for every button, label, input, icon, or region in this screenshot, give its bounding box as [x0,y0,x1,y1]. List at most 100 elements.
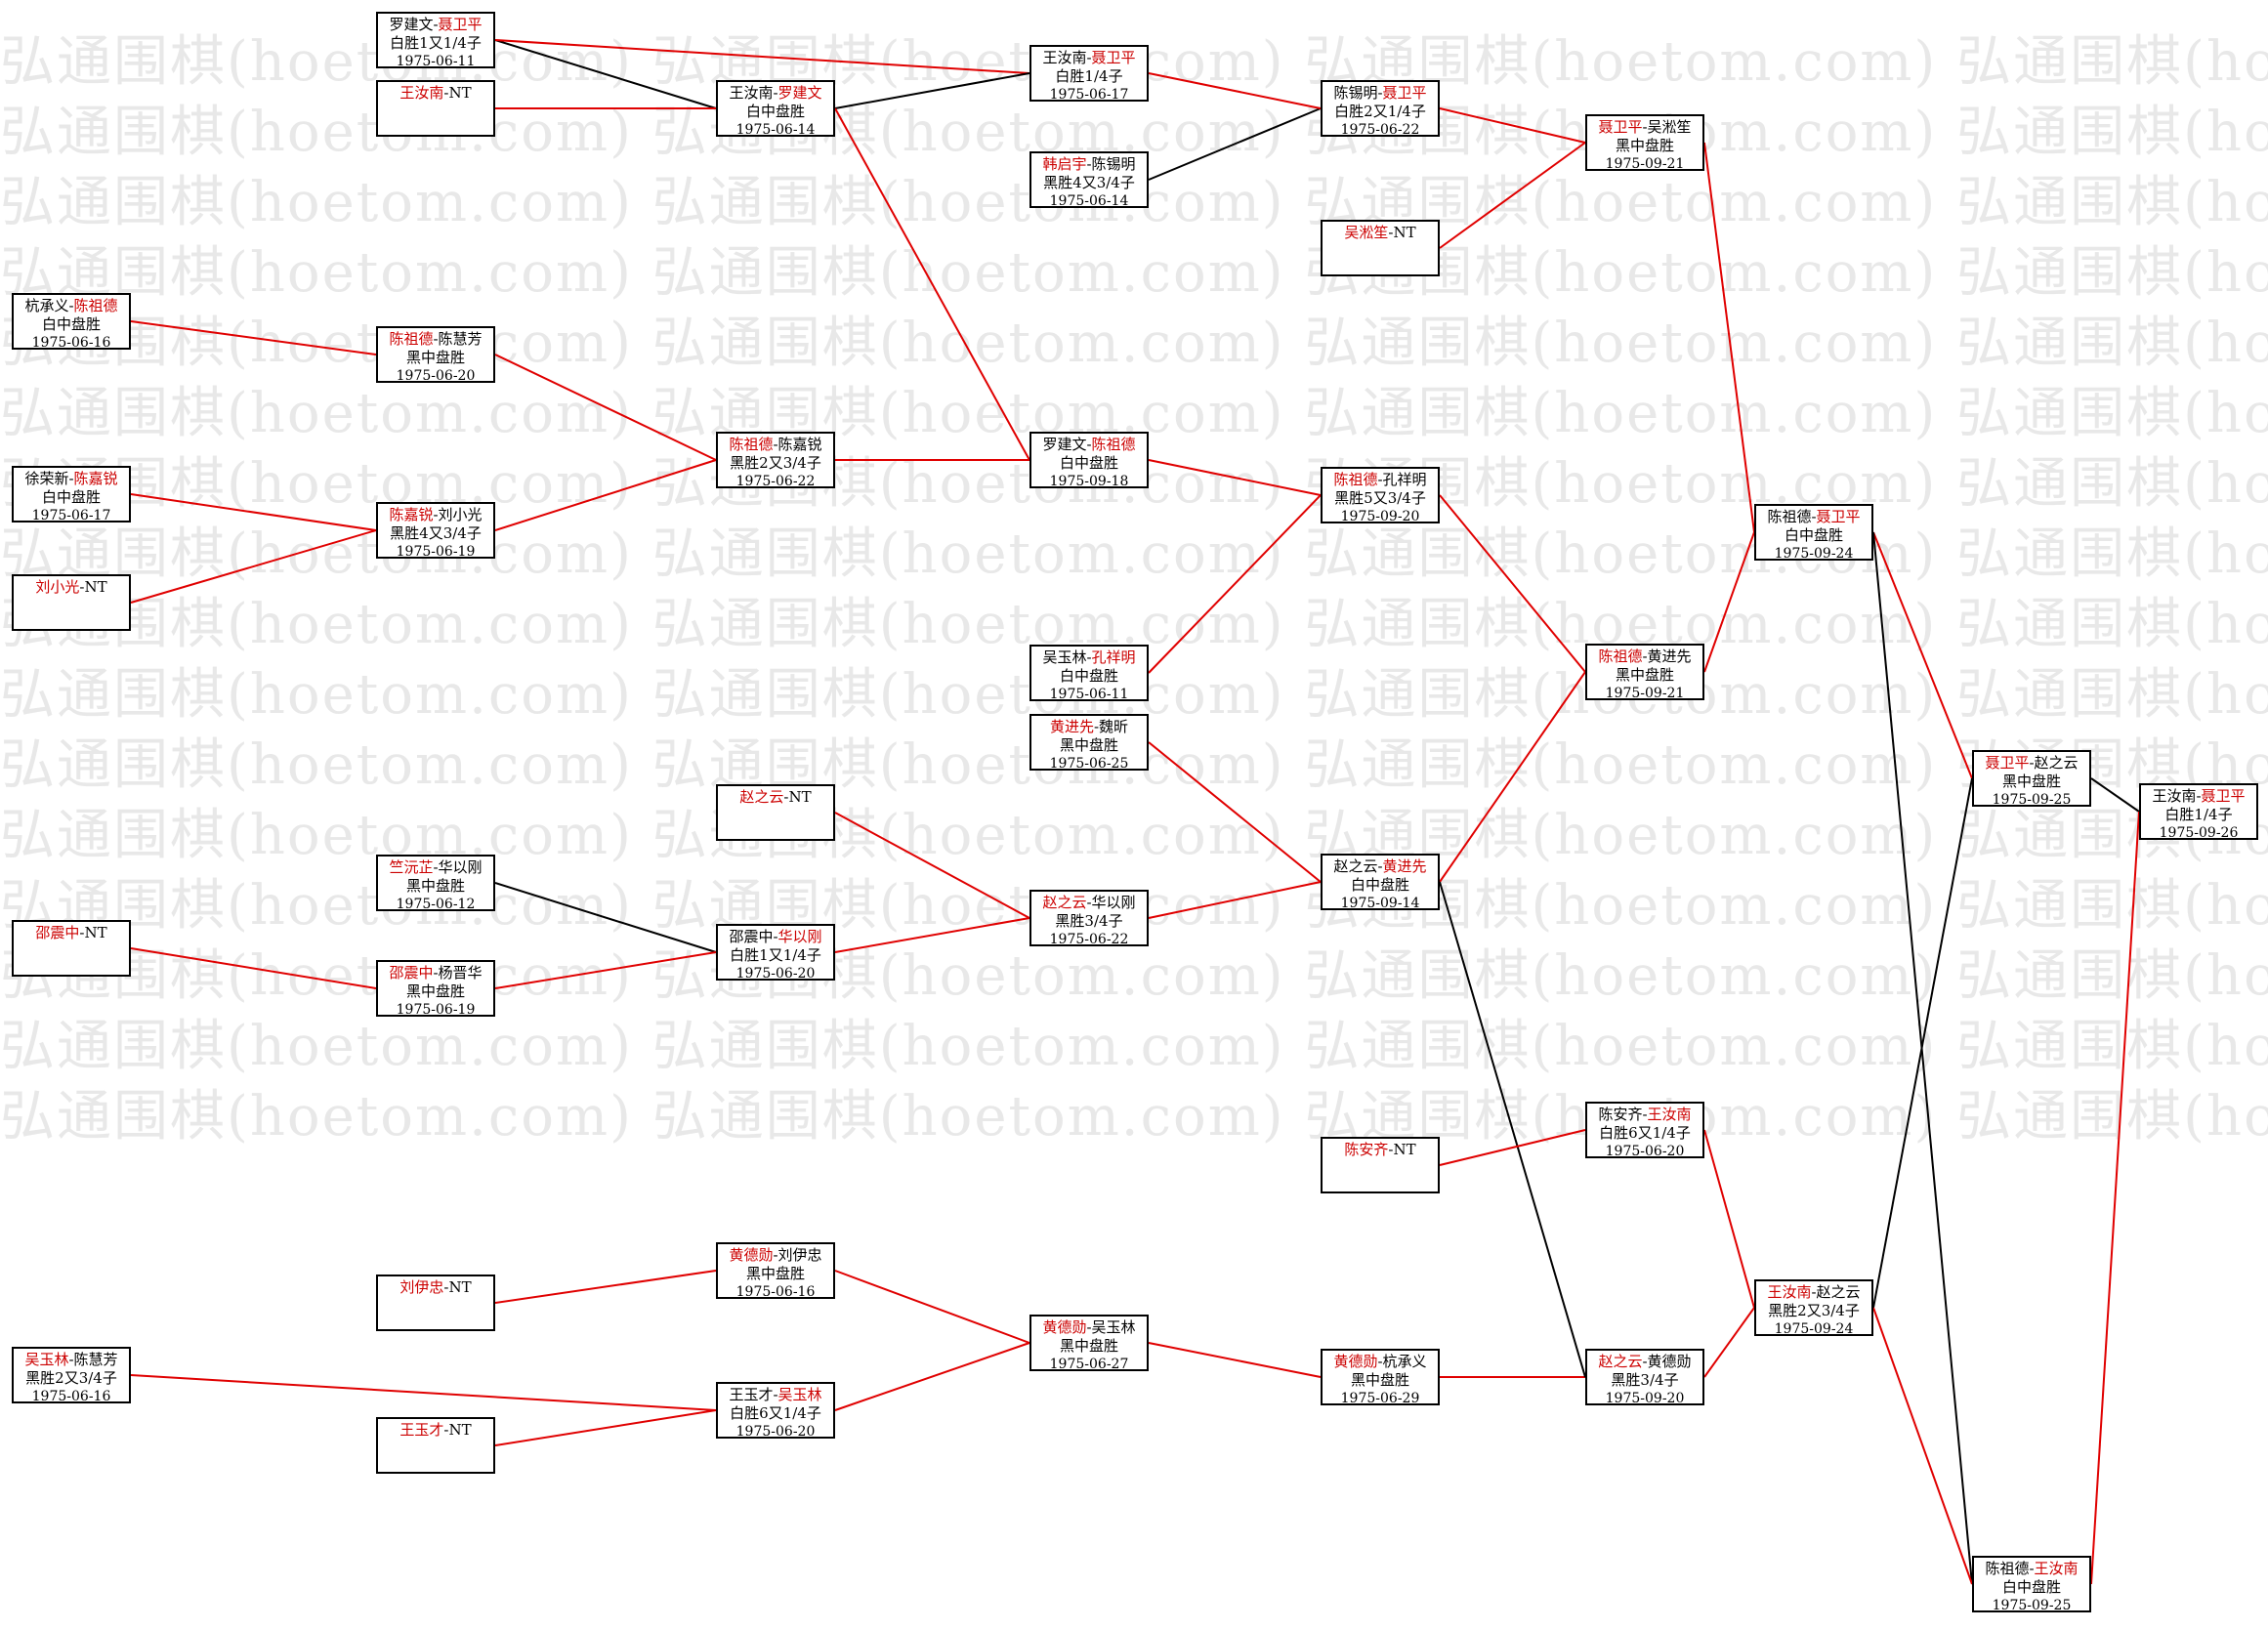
match-node[interactable]: 赵之云-NT [716,784,835,841]
edge-m14-m19 [494,1409,717,1446]
match-players: 陈安齐-王汝南 [1587,1106,1702,1124]
match-date: 1975-09-24 [1774,546,1854,562]
player-2: 陈嘉锐 [73,470,118,487]
edge-m35-m38 [1703,1129,1755,1309]
player-separator: - [443,84,449,102]
player-separator: - [1388,1141,1394,1158]
match-players: 聂卫平-吴淞笙 [1587,118,1702,137]
match-result: 白中盘胜 [1784,526,1843,544]
player-separator: - [79,924,85,941]
match-players: 邵震中-NT [14,924,129,942]
player-2: 黄进先 [1382,857,1427,875]
edge-m33-m37 [1703,142,1755,533]
match-node[interactable]: 陈安齐-王汝南白胜6又1/4子 1975-06-20 [1585,1102,1704,1159]
player-separator: - [773,436,778,453]
player-2: 刘小光 [438,506,483,523]
match-result: 白中盘胜 [1059,667,1118,685]
player-2: 聂卫平 [1091,49,1136,66]
edge-m38-m39 [1872,777,1973,1309]
match-node[interactable]: 邵震中-NT [12,920,131,977]
player-2: 罗建文 [777,84,822,102]
match-result: 黑中盘胜 [1350,1371,1409,1389]
player-1: 聂卫平 [1985,754,2030,772]
match-node[interactable]: 吴淞笙-NT [1321,220,1440,276]
edge-m20-m27 [1148,72,1322,109]
match-players: 竺沅芷-华以刚 [378,858,493,877]
no-opponent-label: NT [1393,224,1416,241]
match-players: 罗建文-聂卫平 [378,16,493,34]
player-separator: - [1642,118,1648,136]
edge-m1-m8 [494,39,717,109]
edge-m30-m34 [1439,671,1586,883]
match-players: 陈嘉锐-刘小光 [378,506,493,524]
match-result: 白胜6又1/4子 [730,1404,821,1422]
match-players: 赵之云-华以刚 [1031,894,1147,912]
match-players: 黄德勋-刘伊忠 [718,1246,833,1265]
match-date: 1975-06-20 [1605,1144,1685,1159]
match-players: 陈祖德-孔祥明 [1323,471,1438,489]
match-players: 黄德勋-杭承义 [1323,1353,1438,1371]
player-1: 赵之云 [1042,894,1087,911]
edge-m13-m18 [494,1270,717,1304]
player-separator: - [433,330,439,348]
match-result: 黑胜4又3/4子 [1043,174,1135,191]
match-date: 1975-06-11 [1049,687,1129,702]
player-1: 陈祖德 [1767,508,1812,525]
match-node[interactable]: 刘伊忠-NT [376,1275,495,1331]
match-result: 白胜6又1/4子 [1599,1124,1691,1142]
match-node[interactable]: 王汝南-NT [376,80,495,137]
player-1: 王汝南 [2152,787,2197,805]
edge-m22-m29 [1148,459,1322,496]
match-date: 1975-09-25 [1992,1598,2072,1613]
match-date: 1975-09-26 [2159,825,2239,841]
match-node[interactable]: 刘小光-NT [12,574,131,631]
edge-m34-m37 [1703,531,1755,673]
match-node[interactable]: 陈安齐-NT [1321,1137,1440,1193]
match-players: 赵之云-NT [718,788,833,807]
match-result: 黑胜2又3/4子 [1768,1302,1860,1319]
player-separator: - [1642,1353,1648,1370]
player-2: 陈嘉锐 [777,436,822,453]
match-date: 1975-06-16 [735,1284,816,1300]
player-2: 吴玉林 [777,1386,822,1403]
match-players: 吴玉林-陈慧芳 [14,1351,129,1369]
match-node[interactable]: 王玉才-NT [376,1417,495,1474]
player-1: 赵之云 [739,788,784,806]
edge-m5-m10 [130,529,377,604]
match-players: 陈祖德-王汝南 [1974,1560,2089,1578]
player-2: 聂卫平 [1382,84,1427,102]
match-result: 黑胜2又3/4子 [730,454,821,472]
